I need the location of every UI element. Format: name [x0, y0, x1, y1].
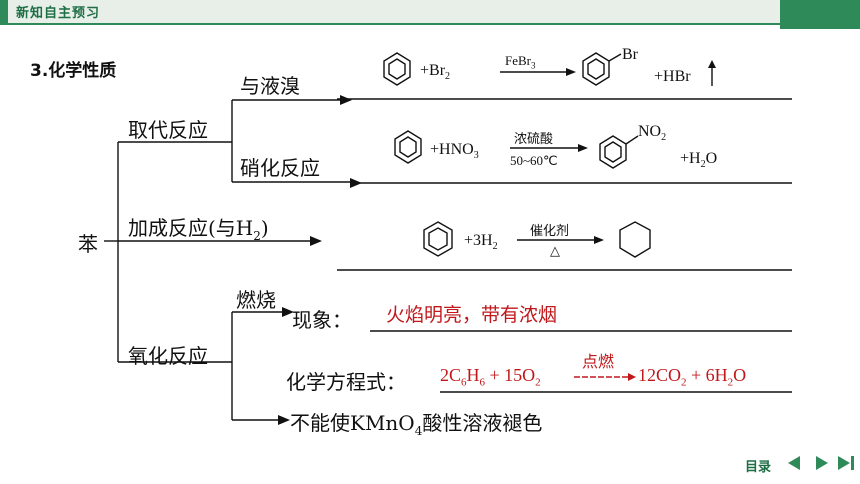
branch-substitution: 取代反应 — [128, 118, 208, 142]
bromination-catalyst: FeBr3 — [505, 53, 536, 71]
header-title: 新知自主预习 — [16, 6, 101, 21]
kmno4-statement: 不能使KMnO4酸性溶液褪色 — [290, 411, 543, 438]
phenomenon-label: 现象： — [292, 308, 352, 332]
combustion-products: 12CO2 + 6H2O — [638, 365, 747, 389]
bromination-reagent: +Br2 — [420, 62, 451, 83]
addition-condition: △ — [550, 244, 560, 259]
nitration-catalyst: 浓硫酸 — [514, 132, 554, 147]
phenomenon-text: 火焰明亮，带有浓烟 — [386, 304, 558, 326]
root-benzene: 苯 — [78, 232, 98, 256]
branch-bromination: 与液溴 — [240, 74, 300, 98]
toc-link[interactable]: 目录 — [745, 460, 772, 475]
prev-slide-icon[interactable] — [788, 456, 800, 470]
nitrobenzene-icon — [599, 135, 639, 169]
benzene-ring-icon — [394, 130, 422, 164]
header-edge — [780, 0, 860, 29]
addition-reagent: +3H2 — [464, 232, 498, 253]
page-header: 新知自主预习 — [0, 0, 860, 29]
equation-label: 化学方程式： — [286, 370, 406, 394]
header-bar — [0, 0, 780, 23]
benzene-ring-icon — [383, 52, 411, 86]
nitration-condition: 50~60℃ — [510, 153, 558, 168]
header-line — [0, 23, 780, 25]
combustion-reactants: 2C6H6 + 15O2 — [440, 365, 541, 389]
header-notch — [0, 0, 8, 23]
bromobenzene-group: Br — [622, 46, 638, 63]
combustion-condition: 点燃 — [582, 352, 615, 371]
last-slide-icon[interactable] — [838, 456, 854, 470]
nitration-byproduct: +H2O — [680, 150, 718, 171]
next-slide-icon[interactable] — [816, 456, 828, 470]
cyclohexane-icon — [619, 221, 651, 258]
bromobenzene-icon — [582, 52, 622, 86]
section-title: 3.化学性质 — [30, 61, 117, 81]
nitrobenzene-group: NO2 — [638, 123, 667, 144]
branch-addition: 加成反应(与H2) — [128, 216, 269, 243]
benzene-ring-icon — [423, 221, 453, 257]
addition-catalyst: 催化剂 — [530, 224, 570, 239]
bromination-byproduct: +HBr — [654, 68, 691, 85]
nitration-reagent: +HNO3 — [430, 141, 479, 162]
branch-oxidation: 氧化反应 — [128, 344, 208, 368]
branch-nitration: 硝化反应 — [240, 156, 320, 180]
branch-combustion: 燃烧 — [236, 288, 276, 312]
slide-nav — [788, 456, 854, 470]
